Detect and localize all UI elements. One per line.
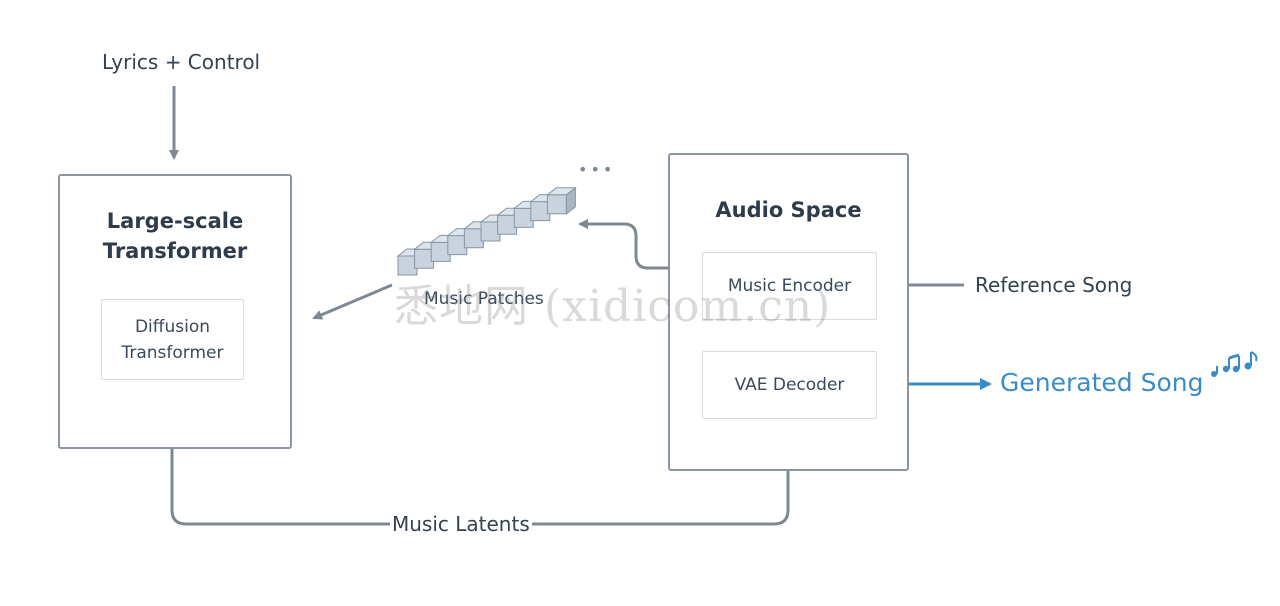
transformer-block: Large-scale Transformer Diffusion Transf… bbox=[58, 174, 292, 449]
diffusion-transformer-line1: Diffusion bbox=[134, 316, 211, 337]
music-patch-cubes bbox=[396, 186, 577, 276]
transformer-to-latents-line bbox=[170, 388, 390, 526]
vae-decoder-box: VAE Decoder bbox=[702, 351, 877, 419]
music-encoder-label: Music Encoder bbox=[727, 276, 852, 296]
music-encoder-box: Music Encoder bbox=[702, 252, 877, 320]
generated-song-label: Generated Song bbox=[1000, 368, 1204, 397]
audio-space-title: Audio Space bbox=[715, 198, 862, 222]
music-latents-label: Music Latents bbox=[392, 512, 530, 536]
patch-cube-side bbox=[565, 186, 576, 215]
latents-to-decoder-arrow bbox=[532, 426, 793, 526]
patches-ellipsis: ••• bbox=[578, 160, 616, 179]
diffusion-transformer-line2: Transformer bbox=[121, 342, 224, 363]
patches-to-transformer-arrow bbox=[312, 283, 393, 320]
reference-song-label: Reference Song bbox=[975, 273, 1133, 297]
transformer-title-line1: Large-scale bbox=[106, 209, 244, 233]
audio-space-block: Audio Space Music Encoder VAE Decoder bbox=[668, 153, 909, 471]
transformer-title-line2: Transformer bbox=[102, 239, 248, 263]
vae-decoder-label: VAE Decoder bbox=[734, 375, 845, 395]
patch-cube bbox=[546, 194, 567, 215]
music-patches-label: Music Patches bbox=[424, 289, 544, 309]
encoder-to-patches-arrow bbox=[578, 219, 702, 270]
diffusion-transformer-box: Diffusion Transformer bbox=[101, 299, 244, 380]
transformer-title: Large-scale Transformer bbox=[60, 206, 290, 266]
lyrics-control-label: Lyrics + Control bbox=[102, 50, 261, 74]
watermark-text: 悉地网 (xidicom.cn) bbox=[394, 281, 832, 332]
music-notes-icon bbox=[1211, 351, 1258, 377]
